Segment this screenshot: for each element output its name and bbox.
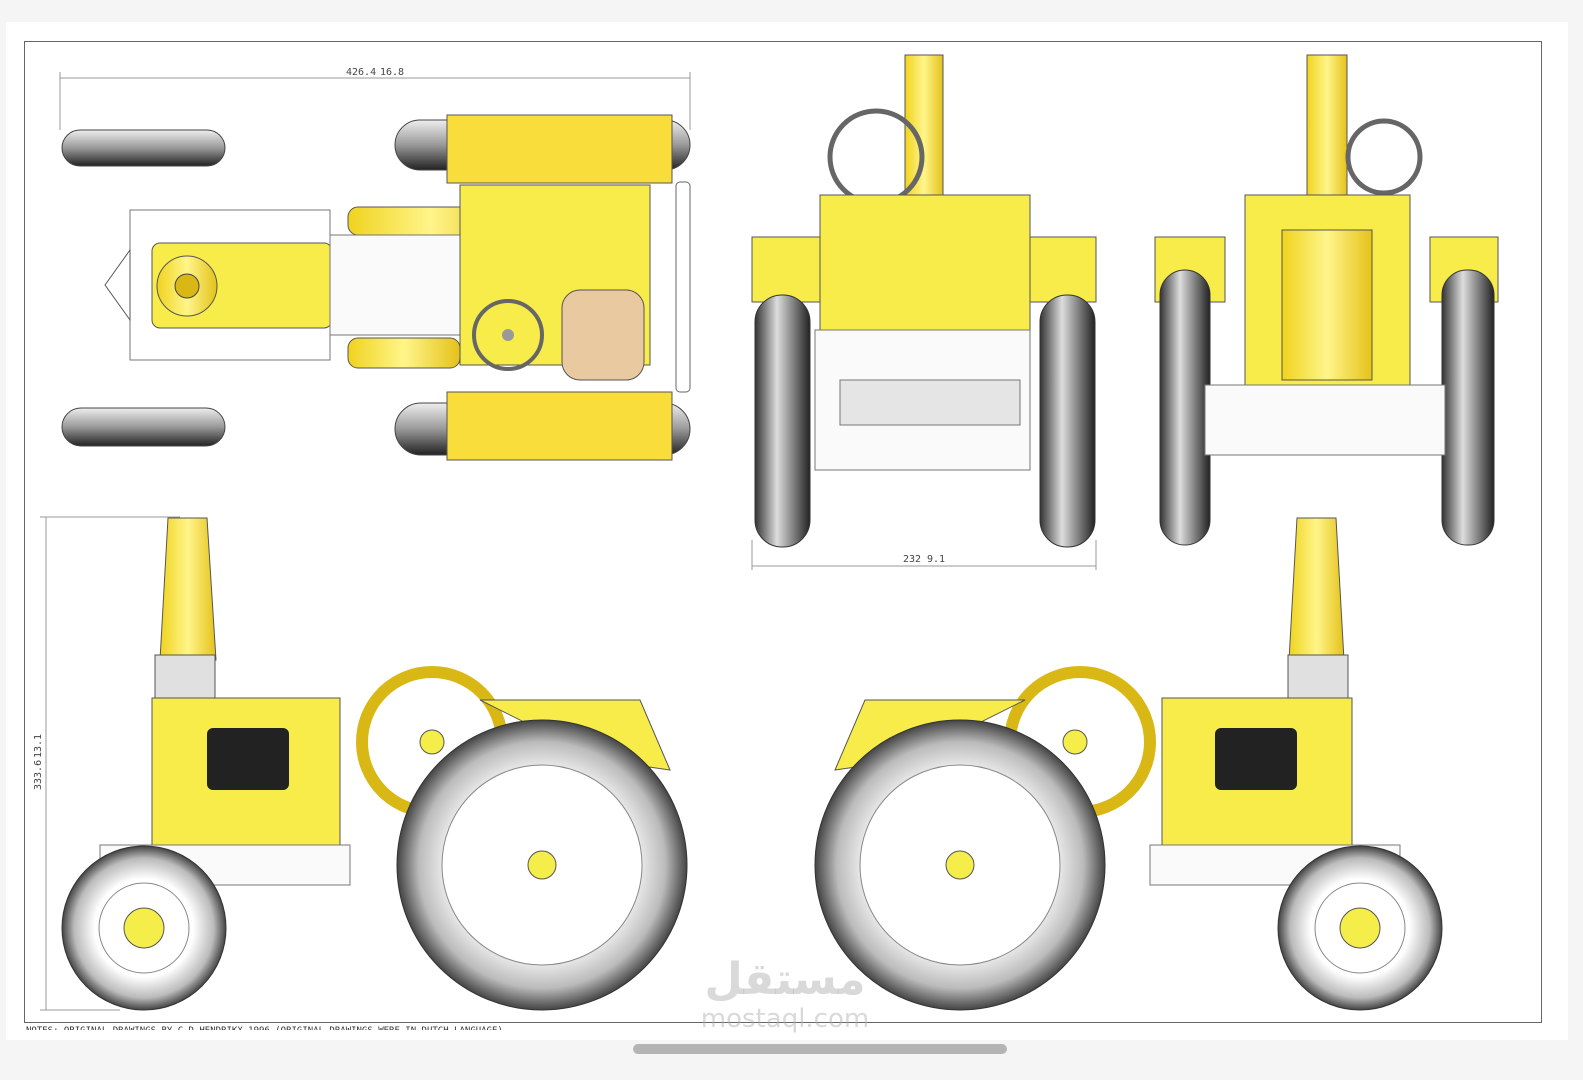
side-view-dimension-inches: 13.1 xyxy=(33,734,44,758)
front-view-dimension: 232 xyxy=(903,554,921,565)
right-side-view xyxy=(814,517,1443,1011)
horizontal-scrollbar[interactable] xyxy=(633,1044,1007,1054)
top-view-dimension: 426.4 xyxy=(346,67,376,78)
watermark: مستقل mostaql.com xyxy=(690,954,880,1034)
watermark-arabic: مستقل xyxy=(704,954,866,1005)
top-view: 426.4 16.8 xyxy=(59,67,691,461)
side-view-dimension: 333.6 xyxy=(33,760,44,790)
drawing-frame xyxy=(24,41,1542,1023)
drawing-notes: NOTES: ORIGINAL DRAWINGS BY C.D.HENDRIKX… xyxy=(26,1024,503,1030)
top-view-dimension-inches: 16.8 xyxy=(380,67,404,78)
rear-view xyxy=(1154,54,1499,546)
left-side-view: 333.6 13.1 xyxy=(33,516,688,1011)
watermark-latin: mostaql.com xyxy=(700,1004,870,1034)
front-view: 232 9.1 xyxy=(751,54,1097,570)
front-view-dimension-inches: 9.1 xyxy=(927,554,945,565)
